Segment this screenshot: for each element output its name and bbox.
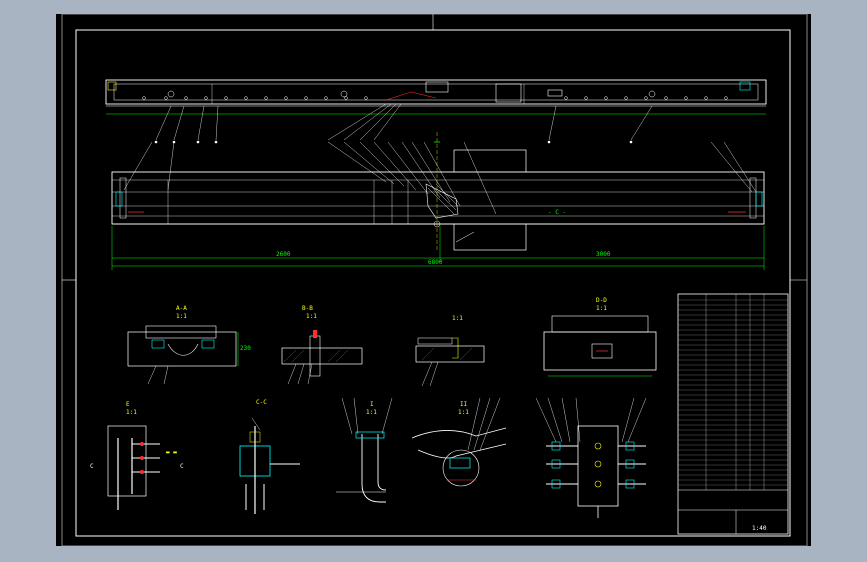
detail-1-scale: 1:1 xyxy=(452,315,463,322)
view-top xyxy=(105,79,767,115)
section-e-callout: ▬ ▬ xyxy=(166,449,177,456)
dim-right-span: 3000 xyxy=(596,251,611,258)
section-e-scale: 1:1 xyxy=(126,409,137,416)
drawing-sheet: - C - 2600 3000 6800 A-A 1:1 230 B-B 1:1 xyxy=(56,14,811,546)
section-e-label: E xyxy=(126,401,130,408)
detail-1: 1:1 xyxy=(415,315,485,387)
detail-I-scale: 1:1 xyxy=(366,409,377,416)
detail-II-label: II xyxy=(460,401,468,408)
dim-left-span: 2600 xyxy=(276,251,291,258)
detail-II-scale: 1:1 xyxy=(458,409,469,416)
detail-II: II 1:1 xyxy=(411,397,507,487)
section-c-c-label: C-C xyxy=(256,399,267,406)
section-d-d-scale: 1:1 xyxy=(596,305,607,312)
section-a-a: A-A 1:1 230 xyxy=(127,305,251,385)
cad-drawing: - C - 2600 3000 6800 A-A 1:1 230 B-B 1:1 xyxy=(61,14,808,546)
section-b-b-label: B-B xyxy=(302,305,313,312)
dim-overall-length: 6800 xyxy=(428,259,443,266)
leaders-front xyxy=(123,141,757,215)
section-b-b-scale: 1:1 xyxy=(306,313,317,320)
section-a-a-scale: 1:1 xyxy=(176,313,187,320)
section-b-b: B-B 1:1 xyxy=(281,305,363,385)
leader-numbers-top xyxy=(154,140,633,144)
view-front: - C - xyxy=(111,132,765,251)
title-block: 1:40 xyxy=(677,293,789,535)
section-c-c: C-C xyxy=(239,399,300,514)
dim-section-width: 230 xyxy=(240,345,251,352)
section-e: E 1:1 ▬ ▬ C C xyxy=(90,401,184,510)
section-cut-label-right: C xyxy=(180,463,184,470)
section-a-a-label: A-A xyxy=(176,305,187,312)
section-cut-label-left: C xyxy=(90,463,94,470)
section-d-d-label: D-D xyxy=(596,297,607,304)
section-d-d: D-D 1:1 xyxy=(543,297,657,377)
front-note-text: - C - xyxy=(548,209,566,216)
leaders-top xyxy=(155,103,653,141)
title-block-scale: 1:40 xyxy=(752,525,767,532)
detail-I: I 1:1 xyxy=(336,397,393,503)
detail-I-label: I xyxy=(370,401,374,408)
dimension-lines-front xyxy=(111,226,765,270)
detail-III xyxy=(535,397,647,518)
